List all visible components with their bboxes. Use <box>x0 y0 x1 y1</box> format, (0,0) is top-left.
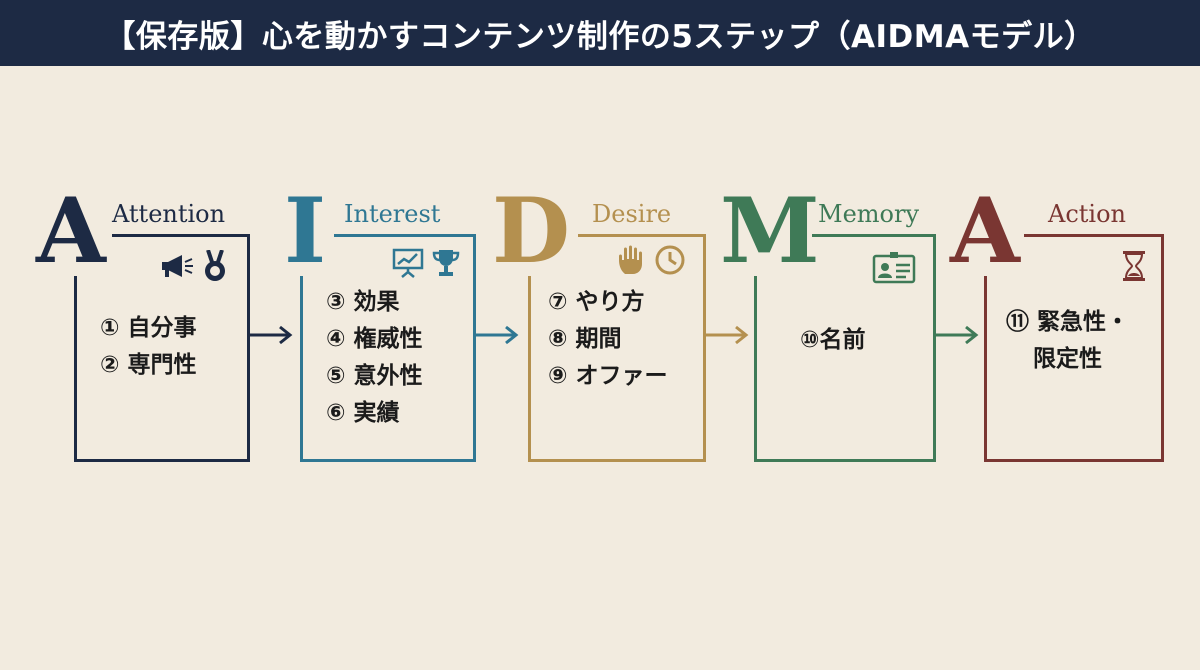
box-top-border <box>334 234 476 237</box>
list-item: ④ 権威性 <box>326 326 423 352</box>
step-items: ① 自分事 ② 専門性 <box>100 310 196 384</box>
box-top-border <box>112 234 250 237</box>
step-name: Attention <box>112 200 226 228</box>
clock-icon <box>655 245 685 275</box>
list-item: 限定性 <box>1033 346 1102 372</box>
step-desire: D Desire ⑦ やり方 ⑧ 期間 ⑨ オファー <box>492 180 722 480</box>
step-interest: I Interest ③ 効果 ④ 権威性 ⑤ 意外性 ⑥ 実績 <box>284 178 516 480</box>
list-item: ⑩名前 <box>800 327 866 353</box>
box-top-border <box>812 234 936 237</box>
box-right-upper <box>473 234 476 278</box>
box-right-upper <box>247 234 250 278</box>
trophy-icon <box>432 250 460 276</box>
step-box <box>984 276 1164 462</box>
id-card-icon <box>872 252 916 284</box>
step-letter: I <box>284 178 327 284</box>
step-icons <box>392 248 460 278</box>
medal-icon <box>205 250 225 281</box>
presentation-chart-icon <box>392 248 424 278</box>
arrow-right-icon <box>706 325 749 345</box>
list-item: ⑤ 意外性 <box>326 363 423 389</box>
arrow-right-icon <box>250 325 293 345</box>
list-item: ① 自分事 <box>100 315 197 341</box>
step-attention: A Attention ① 自分事 ② 専門性 <box>36 180 266 480</box>
arrow-right-icon <box>936 325 979 345</box>
arrow-right-icon <box>476 325 519 345</box>
step-letter: A <box>950 178 1020 284</box>
box-top-border <box>1024 234 1164 237</box>
step-name: Desire <box>592 200 672 228</box>
step-icons <box>1122 250 1146 282</box>
list-item: ⑨ オファー <box>548 363 668 389</box>
list-item: ② 専門性 <box>100 352 197 378</box>
megaphone-icon <box>162 255 193 277</box>
box-right-upper <box>933 234 936 278</box>
step-box <box>754 276 936 462</box>
step-name: Memory <box>818 200 920 228</box>
step-items: ⑩名前 <box>800 322 865 359</box>
list-item: ⑦ やり方 <box>548 289 645 315</box>
box-right-upper <box>703 234 706 278</box>
step-icons <box>616 244 686 276</box>
hourglass-icon <box>1123 251 1145 281</box>
step-memory: M Memory ⑩名前 <box>720 180 950 480</box>
box-top-border <box>578 234 706 237</box>
step-letter: A <box>36 178 106 284</box>
step-letter: D <box>492 178 571 284</box>
step-box <box>300 276 476 462</box>
box-right-upper <box>1161 234 1164 278</box>
step-name: Action <box>1048 200 1126 228</box>
step-box <box>528 276 706 462</box>
step-name: Interest <box>344 200 441 228</box>
list-item: ⑧ 期間 <box>548 326 622 352</box>
step-items: ⑦ やり方 ⑧ 期間 ⑨ オファー <box>548 284 667 395</box>
page-title: 【保存版】心を動かすコンテンツ制作の5ステップ（AIDMAモデル） <box>0 0 1200 66</box>
step-icons <box>160 250 228 282</box>
step-letter: M <box>720 178 820 284</box>
step-icons <box>872 252 916 284</box>
step-items: ⑪ 緊急性・ 限定性 <box>1006 304 1129 378</box>
step-action: A Action ⑪ 緊急性・ 限定性 <box>950 180 1180 480</box>
list-item: ③ 効果 <box>326 289 400 315</box>
list-item: ⑪ 緊急性・ <box>1006 309 1130 335</box>
step-items: ③ 効果 ④ 権威性 ⑤ 意外性 ⑥ 実績 <box>326 284 422 432</box>
page-title-text: 【保存版】心を動かすコンテンツ制作の5ステップ（AIDMAモデル） <box>104 18 1096 55</box>
hand-icon <box>619 245 642 274</box>
step-box <box>74 276 250 462</box>
list-item: ⑥ 実績 <box>326 400 400 426</box>
